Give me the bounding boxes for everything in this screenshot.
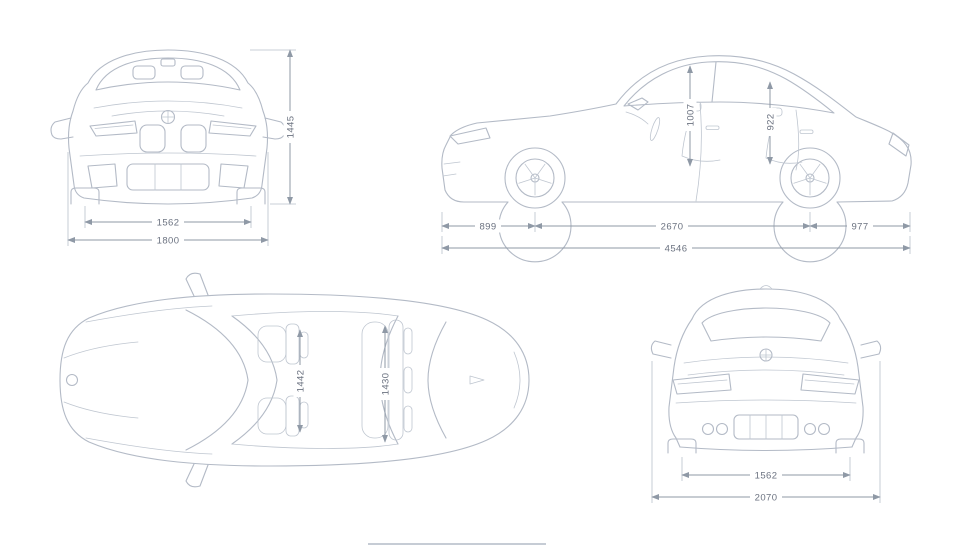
center-air-intake <box>126 163 210 191</box>
taillight-side <box>888 132 910 157</box>
front-door-handle <box>705 125 720 130</box>
exhaust-tip <box>715 422 729 436</box>
side-mirror <box>627 97 649 111</box>
front-rim <box>515 158 555 198</box>
dim-top-front-interior-width: 1442 <box>296 370 307 393</box>
roof-antenna <box>759 285 773 290</box>
front-tire <box>504 147 566 209</box>
bottom-edge-line <box>368 543 546 545</box>
top-car-outline <box>59 272 530 488</box>
dim-front-width: 1800 <box>157 236 180 247</box>
dim-side-length: 4546 <box>665 244 688 255</box>
trunk-edge <box>427 321 447 439</box>
b-pillar <box>711 61 717 103</box>
dim-front-height: 1445 <box>286 116 297 139</box>
rear-view-drawing: 1562 2070 <box>650 285 882 504</box>
side-windows <box>623 61 835 114</box>
top-view-dimensions: 1442 1430 <box>293 325 392 443</box>
antenna-fin <box>469 375 485 385</box>
left-air-intake <box>87 163 118 189</box>
front-left-wheel <box>70 187 100 205</box>
bmw-roundel-icon-top <box>65 373 79 387</box>
dim-side-rear-overhang: 977 <box>851 222 868 233</box>
dim-side-wheelbase: 2670 <box>661 222 684 233</box>
windshield-base <box>185 309 249 451</box>
dim-top-rear-interior-width: 1430 <box>381 373 392 396</box>
kidney-grille-left <box>139 124 166 153</box>
top-view-drawing: 1442 1430 <box>59 272 530 488</box>
exhaust-tip <box>817 422 831 436</box>
rear-view-dimensions: 1562 2070 <box>651 361 881 504</box>
dim-side-front-overhang: 899 <box>479 222 496 233</box>
dim-side-rear-headroom: 922 <box>766 113 777 130</box>
exhaust-tip <box>803 422 817 436</box>
rear-right-wheel <box>835 438 865 454</box>
headlight-side <box>449 127 491 145</box>
right-headlight <box>208 120 257 137</box>
dim-front-track: 1562 <box>157 218 180 229</box>
front-right-wheel <box>236 187 266 205</box>
kidney-grille-right <box>180 124 207 153</box>
rear-left-wheel <box>667 438 697 454</box>
exhaust-tip <box>701 422 715 436</box>
front-car-outline <box>50 49 286 205</box>
roof-front-edge <box>231 315 278 445</box>
front-door-cut <box>695 103 702 202</box>
rear-left-mirror <box>650 340 672 359</box>
side-view-dimensions: 1007 922 899 2670 977 <box>441 65 911 255</box>
front-right-headrest <box>180 65 204 80</box>
rear-window <box>701 307 831 342</box>
dim-rear-width-mirrors: 2070 <box>755 493 778 504</box>
rear-door-handle <box>799 129 814 134</box>
right-air-intake <box>218 163 249 189</box>
front-view-drawing: 1445 1562 1800 <box>50 49 297 247</box>
rear-door-cut <box>795 109 800 171</box>
dim-side-front-headroom: 1007 <box>686 104 697 127</box>
rear-tire <box>779 147 841 209</box>
rearview-mirror <box>160 58 176 67</box>
left-headlight <box>89 120 138 137</box>
right-taillight <box>800 373 860 395</box>
side-view-drawing: 1007 922 899 2670 977 <box>441 55 912 263</box>
front-view-dimensions: 1445 1562 1800 <box>67 49 297 247</box>
rear-car-outline <box>650 285 882 454</box>
left-taillight <box>672 373 732 395</box>
top-left-mirror <box>185 272 209 297</box>
left-mirror <box>50 117 74 140</box>
top-right-mirror <box>185 463 209 488</box>
dim-rear-track: 1562 <box>755 471 778 482</box>
front-left-headrest <box>132 65 156 80</box>
rear-rim <box>790 158 830 198</box>
rear-right-mirror <box>860 340 882 359</box>
